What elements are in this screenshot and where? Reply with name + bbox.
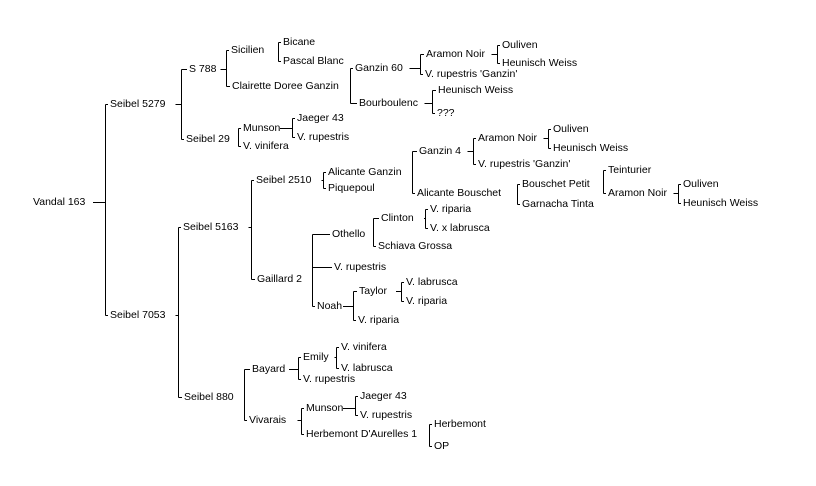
node-heunisch-weiss-3: Heunisch Weiss xyxy=(553,142,628,154)
node-heunisch-weiss-2: Heunisch Weiss xyxy=(438,84,513,96)
node-seibel-2510: Seibel 2510 xyxy=(256,174,312,186)
node-ouliven-3: Ouliven xyxy=(683,178,719,190)
node-bayard: Bayard xyxy=(252,363,285,375)
node-aramon-noir-3: Aramon Noir xyxy=(608,187,667,199)
node-heunisch-weiss-1: Heunisch Weiss xyxy=(502,57,577,69)
node-ouliven-2: Ouliven xyxy=(553,123,589,135)
node-schiava-grossa: Schiava Grossa xyxy=(378,240,452,252)
node-v-rupestris-3: V. rupestris xyxy=(303,373,355,385)
node-vivarais: Vivarais xyxy=(249,414,286,426)
node-piquepoul: Piquepoul xyxy=(328,182,375,194)
node-v-rupestris-1: V. rupestris xyxy=(297,131,349,143)
node-ganzin-60: Ganzin 60 xyxy=(355,62,403,74)
node-bicane: Bicane xyxy=(283,36,315,48)
node-v-labrusca-2: V. labrusca xyxy=(341,362,393,374)
node-bouschet-petit: Bouschet Petit xyxy=(522,178,590,190)
node-v-x-labrusca: V. x labrusca xyxy=(430,222,490,234)
node-v-vinifera-2: V. vinifera xyxy=(341,341,387,353)
node-garnacha-tinta: Garnacha Tinta xyxy=(522,198,594,210)
node-jaeger-43-2: Jaeger 43 xyxy=(360,390,407,402)
node-clairette-doree-ganzin: Clairette Doree Ganzin xyxy=(232,80,339,92)
node-ganzin-4: Ganzin 4 xyxy=(419,145,461,157)
node-ouliven-1: Ouliven xyxy=(502,39,538,51)
node-munson-1: Munson xyxy=(243,122,281,134)
node-alicante-bouschet: Alicante Bouschet xyxy=(417,187,501,199)
node-emily: Emily xyxy=(303,351,329,363)
node-seibel-5279: Seibel 5279 xyxy=(110,98,166,110)
node-taylor: Taylor xyxy=(359,285,388,297)
node-munson-2: Munson xyxy=(306,402,344,414)
tree-edges xyxy=(93,42,681,447)
node-bourboulenc: Bourboulenc xyxy=(359,97,418,109)
node-unknown: ??? xyxy=(437,107,455,119)
node-heunisch-weiss-4: Heunisch Weiss xyxy=(683,197,758,209)
node-seibel-29: Seibel 29 xyxy=(186,133,230,145)
node-gaillard-2: Gaillard 2 xyxy=(257,273,302,285)
node-v-rupestris-ganzin-2: V. rupestris 'Ganzin' xyxy=(478,158,570,170)
node-v-labrusca-1: V. labrusca xyxy=(406,276,458,288)
node-teinturier: Teinturier xyxy=(608,164,652,176)
node-jaeger-43-1: Jaeger 43 xyxy=(297,112,344,124)
node-s-788: S 788 xyxy=(189,63,217,75)
node-v-rupestris-ganzin-1: V. rupestris 'Ganzin' xyxy=(425,68,517,80)
node-aramon-noir-2: Aramon Noir xyxy=(478,132,537,144)
node-v-riparia-3: V. riparia xyxy=(358,314,399,326)
tree-nodes: Vandal 163 Seibel 5279 S 788 Sicilien Bicane… xyxy=(33,36,758,452)
node-herbemont: Herbemont xyxy=(434,418,486,430)
node-aramon-noir-1: Aramon Noir xyxy=(426,48,485,60)
node-seibel-880: Seibel 880 xyxy=(184,391,234,403)
node-alicante-ganzin: Alicante Ganzin xyxy=(328,166,402,178)
node-vandal-163: Vandal 163 xyxy=(33,196,86,208)
node-othello: Othello xyxy=(332,228,365,240)
node-v-vinifera-1: V. vinifera xyxy=(243,140,289,152)
node-clinton: Clinton xyxy=(381,212,414,224)
node-sicilien: Sicilien xyxy=(231,44,264,56)
node-op: OP xyxy=(434,440,449,452)
node-pascal-blanc: Pascal Blanc xyxy=(283,55,344,67)
node-noah: Noah xyxy=(317,300,342,312)
node-v-rupestris-2: V. rupestris xyxy=(334,261,386,273)
node-v-riparia-2: V. riparia xyxy=(406,295,447,307)
node-v-rupestris-4: V. rupestris xyxy=(360,409,412,421)
node-seibel-7053: Seibel 7053 xyxy=(110,309,166,321)
node-seibel-5163: Seibel 5163 xyxy=(183,221,239,233)
node-herbemont-daurelles-1: Herbemont D'Aurelles 1 xyxy=(306,428,417,440)
node-v-riparia-1: V. riparia xyxy=(430,203,471,215)
